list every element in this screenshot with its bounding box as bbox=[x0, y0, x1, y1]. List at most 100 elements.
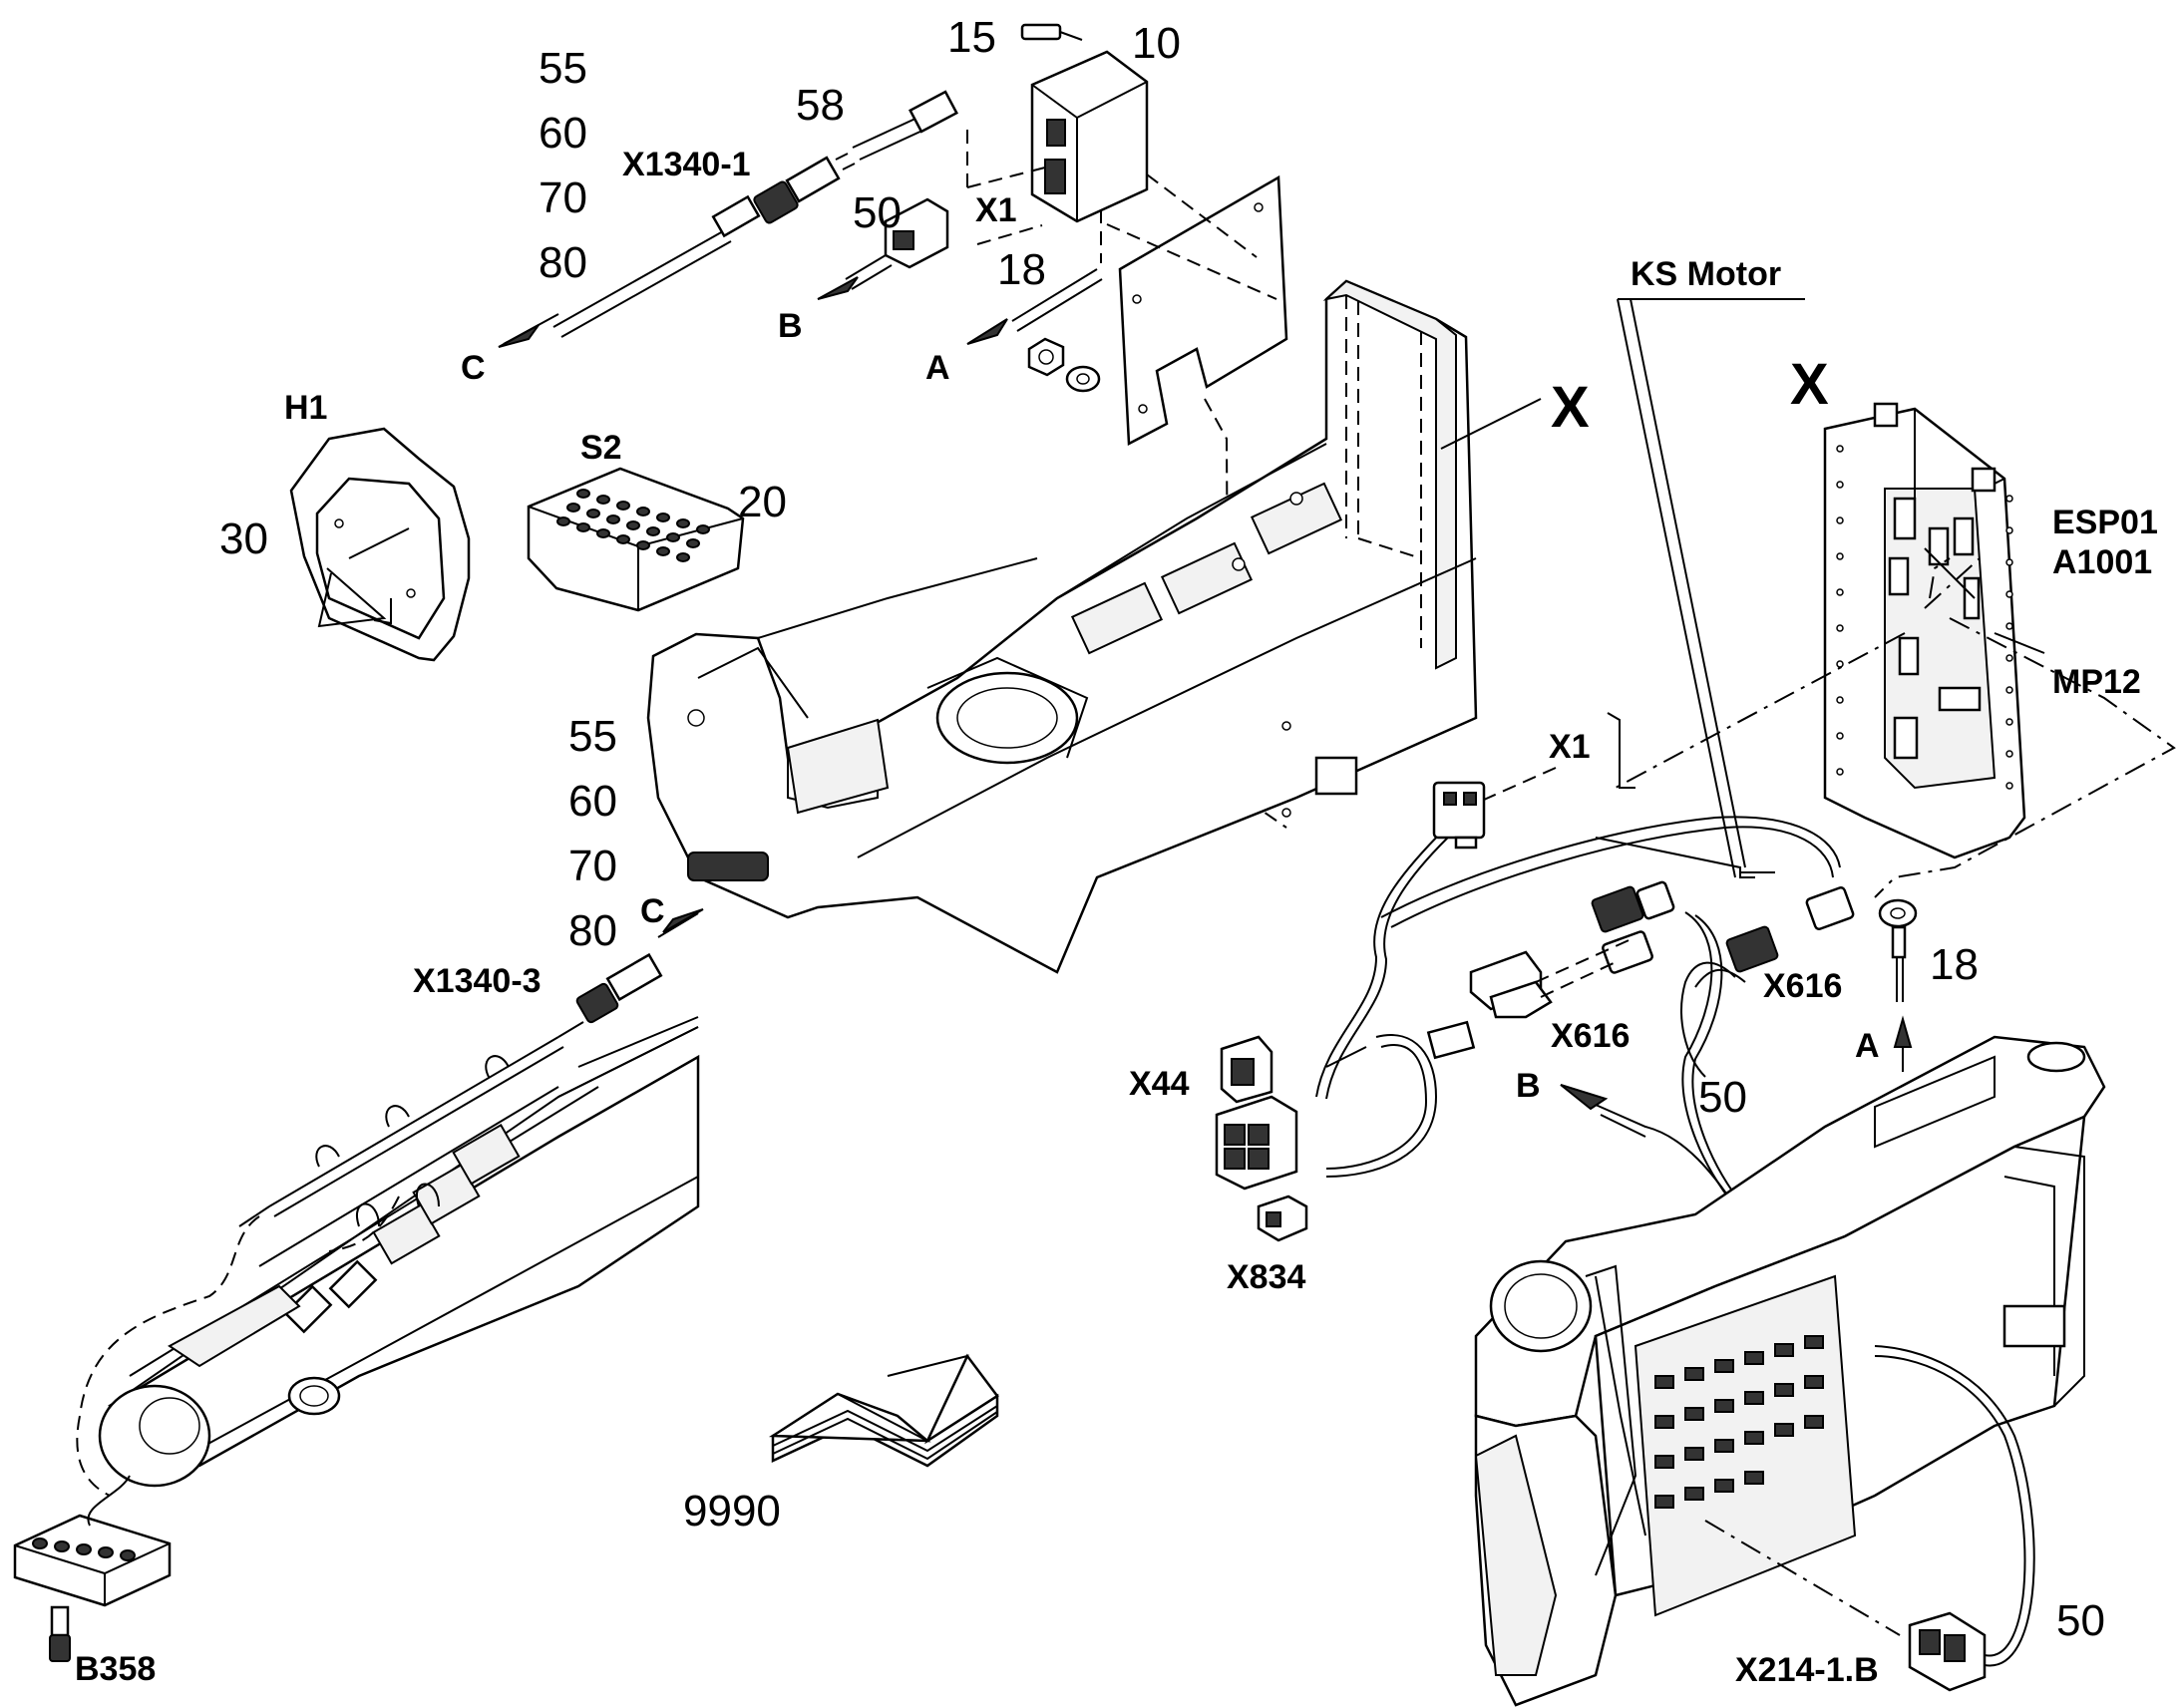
label-60-mid: 60 bbox=[568, 777, 617, 826]
pcb-component bbox=[1684, 1487, 1704, 1501]
label-50-bottom: 50 bbox=[2056, 1596, 2105, 1645]
connector-x214-1b bbox=[1874, 1345, 2035, 1692]
circuit-board bbox=[1654, 1335, 1824, 1509]
label-h1: H1 bbox=[284, 389, 327, 427]
panel-hole bbox=[1836, 481, 1844, 489]
boom-assembly bbox=[98, 1016, 700, 1488]
connector-x1340-1 bbox=[753, 156, 841, 224]
pcb-component bbox=[1744, 1431, 1764, 1445]
keypad-button bbox=[656, 546, 670, 556]
panel-hole bbox=[1836, 768, 1844, 776]
panel-hole bbox=[2005, 590, 2013, 598]
label-ks-motor: KS Motor bbox=[1631, 255, 1781, 293]
panel-hole bbox=[2005, 750, 2013, 758]
panel-hole bbox=[2005, 558, 2013, 566]
label-50-top: 50 bbox=[853, 188, 902, 237]
pcb-component bbox=[1654, 1415, 1674, 1429]
connector-x834 bbox=[1257, 1195, 1308, 1242]
label-b-top: B bbox=[778, 307, 803, 345]
boom-cable bbox=[76, 908, 704, 1497]
display-h1 bbox=[289, 427, 471, 662]
esp01-panel bbox=[1823, 402, 2026, 859]
sensor-port bbox=[76, 1543, 92, 1555]
nut-washer bbox=[1027, 337, 1101, 393]
pcb-component bbox=[1654, 1375, 1674, 1389]
sensor-port bbox=[32, 1537, 48, 1549]
keypad-button bbox=[676, 518, 690, 528]
connector-x44 bbox=[1220, 1035, 1273, 1104]
keypad-button bbox=[576, 489, 590, 499]
manual-9990 bbox=[768, 1353, 999, 1468]
pcb-component bbox=[1774, 1383, 1794, 1397]
label-a1001: A1001 bbox=[2052, 543, 2152, 581]
panel-hole bbox=[2005, 718, 2013, 726]
panel-hole bbox=[1836, 624, 1844, 632]
label-58: 58 bbox=[796, 81, 845, 130]
label-80-top: 80 bbox=[539, 238, 587, 287]
label-18-right: 18 bbox=[1930, 940, 1979, 989]
keypad-button bbox=[616, 501, 630, 511]
label-9990: 9990 bbox=[683, 1487, 781, 1536]
console-housing bbox=[646, 279, 1478, 974]
keypad-button bbox=[646, 526, 660, 536]
keypad-button bbox=[576, 522, 590, 532]
pcb-component bbox=[1744, 1391, 1764, 1405]
control-housing bbox=[1474, 1035, 2106, 1707]
cable-58 bbox=[852, 90, 958, 161]
panel-hole bbox=[2005, 526, 2013, 534]
pcb-component bbox=[1774, 1343, 1794, 1357]
panel-hole bbox=[1836, 445, 1844, 453]
label-x834: X834 bbox=[1227, 1258, 1305, 1296]
control-box-10 bbox=[1020, 23, 1149, 223]
keypad-button bbox=[616, 534, 630, 544]
panel-hole bbox=[2005, 622, 2013, 630]
label-x1-top: X1 bbox=[975, 191, 1017, 229]
label-esp01: ESP01 bbox=[2052, 504, 2158, 541]
label-x-right: X bbox=[1790, 352, 1829, 417]
label-a-top: A bbox=[925, 349, 950, 387]
label-x616-left: X616 bbox=[1551, 1017, 1630, 1055]
connector-x616-harness bbox=[1426, 950, 1553, 1060]
pcb-component bbox=[1804, 1335, 1824, 1349]
pcb-component bbox=[1804, 1415, 1824, 1429]
pcb-component bbox=[1714, 1439, 1734, 1453]
panel-hole bbox=[2005, 782, 2013, 790]
connector-x616-b bbox=[1602, 886, 1855, 974]
pcb-component bbox=[1774, 1423, 1794, 1437]
keypad-button bbox=[626, 520, 640, 530]
label-a-right: A bbox=[1855, 1027, 1880, 1065]
label-55-top: 55 bbox=[539, 44, 587, 93]
sensor-ports bbox=[32, 1537, 136, 1561]
panel-hole bbox=[2005, 495, 2013, 503]
panel-hole bbox=[2005, 686, 2013, 694]
label-70-top: 70 bbox=[539, 173, 587, 222]
mounting-plate bbox=[1118, 174, 1288, 447]
panel-hole bbox=[1836, 696, 1844, 704]
wire-harness bbox=[1315, 816, 1841, 1209]
pcb-component bbox=[1714, 1359, 1734, 1373]
arrow-a-right bbox=[1893, 1015, 1913, 1072]
keypad-area bbox=[786, 718, 890, 815]
cable-80-assembly bbox=[498, 90, 958, 348]
keypad-button bbox=[606, 514, 620, 524]
panel-hole bbox=[1836, 552, 1844, 560]
pcb-component bbox=[1654, 1455, 1674, 1469]
label-mp12: MP12 bbox=[2052, 663, 2141, 701]
connector-50-top bbox=[817, 197, 949, 300]
connector-x834-block bbox=[1215, 1095, 1298, 1191]
keypad-button bbox=[656, 512, 670, 522]
label-s2: S2 bbox=[580, 429, 622, 467]
label-x1-mid: X1 bbox=[1549, 728, 1591, 766]
pcb-component bbox=[1684, 1367, 1704, 1381]
label-80-mid: 80 bbox=[568, 906, 617, 955]
pcb-component bbox=[1654, 1495, 1674, 1509]
keypad-button bbox=[596, 495, 610, 505]
panel-hole bbox=[1836, 516, 1844, 524]
connector-x616-a bbox=[1591, 880, 1675, 933]
keypad-button bbox=[636, 507, 650, 516]
label-c-top: C bbox=[461, 349, 486, 387]
keypad-button bbox=[556, 516, 570, 526]
connector-x1340-3 bbox=[575, 952, 663, 1024]
